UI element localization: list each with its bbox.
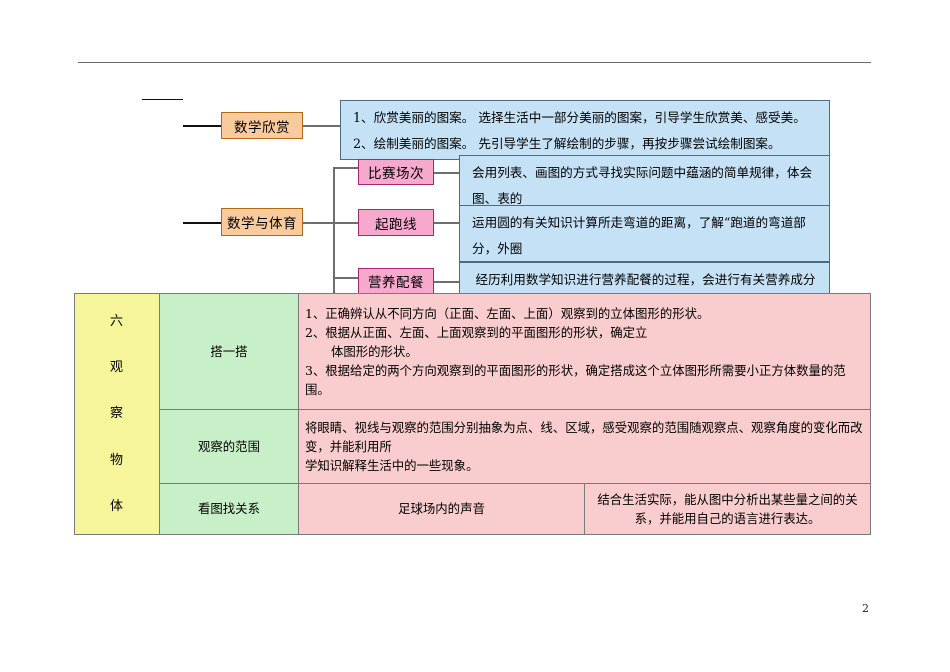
- connector-spine: [333, 167, 335, 297]
- desc-line: 3、根据给定的两个方向观察到的平面图形的形状，确定搭成这个立体图形所需要小正方体…: [305, 363, 846, 398]
- connector-line: [333, 277, 359, 279]
- connector-line: [433, 172, 461, 174]
- node-math-appreciation[interactable]: 数学欣赏: [221, 112, 303, 139]
- desc-line: 2、根据从正面、左面、上面观察到的平面图形的形状，确定立: [305, 325, 648, 341]
- desc-cell-2: 将眼睛、视线与观察的范围分别抽象为点、线、区域，感受观察的范围随观察点、观察角度…: [298, 409, 871, 484]
- node-label: 数学欣赏: [234, 119, 290, 136]
- appreciation-line-2: 2、绘制美丽的图案。 先引导学生了解绘制的步骤，再按步骤尝试绘制图案。: [353, 136, 781, 151]
- unit-char-1: 六: [109, 313, 124, 329]
- unit-vertical-label: 六 观 察 物 体: [81, 298, 153, 530]
- node-math-and-sports[interactable]: 数学与体育: [221, 208, 303, 236]
- description-box-matches: 会用列表、画图的方式寻找实际问题中蕴涵的简单规律，体会图、表的 简洁性和有效性。: [459, 155, 830, 211]
- table-row: 观察的范围 将眼睛、视线与观察的范围分别抽象为点、线、区域，感受观察的范围随观察…: [75, 409, 871, 484]
- unit-content-table: 六 观 察 物 体 搭一搭 1、正确辨认从不同方向（正面、左面、上面）观察到的立…: [74, 292, 871, 536]
- connector-line: [333, 222, 359, 224]
- desc-line: 将眼睛、视线与观察的范围分别抽象为点、线、区域，感受观察的范围随观察点、观察角度…: [305, 420, 863, 455]
- description-box-appreciation: 1、欣赏美丽的图案。 选择生活中一部分美丽的图案，引导学生欣赏美、感受美。 2、…: [340, 100, 830, 160]
- startline-line-1: 运用圆的有关知识计算所走弯道的距离，了解“跑道的弯道部分，外圈: [472, 215, 806, 256]
- connector-line: [183, 125, 222, 127]
- table-row: 六 观 察 物 体 搭一搭 1、正确辨认从不同方向（正面、左面、上面）观察到的立…: [74, 292, 871, 535]
- desc-line: 1、正确辨认从不同方向（正面、左面、上面）观察到的立体图形的形状。: [305, 306, 710, 322]
- root-connector-stub: [142, 99, 183, 100]
- description-box-startline: 运用圆的有关知识计算所走弯道的距离，了解“跑道的弯道部分，外圈 要比内圈长”。体…: [459, 205, 830, 262]
- node-match-rounds[interactable]: 比赛场次: [358, 159, 434, 185]
- table-row: 看图找关系 足球场内的声音 结合生活实际，能从图中分析出某些量之间的关系，并能用…: [75, 482, 871, 536]
- unit-char-4: 物: [109, 452, 124, 468]
- node-label: 营养配餐: [368, 275, 424, 291]
- topic-cell-3: 看图找关系: [159, 482, 299, 536]
- node-nutrition-meal[interactable]: 营养配餐: [358, 268, 434, 294]
- node-start-line[interactable]: 起跑线: [358, 209, 434, 236]
- matches-line-1: 会用列表、画图的方式寻找实际问题中蕴涵的简单规律，体会图、表的: [472, 165, 813, 206]
- node-label: 数学与体育: [227, 216, 297, 232]
- topic-cell-2: 观察的范围: [159, 409, 299, 484]
- connector-line: [433, 281, 461, 283]
- sub-cell-3: 足球场内的声音: [298, 482, 585, 536]
- desc-line: 学知识解释生活中的一些现象。: [305, 458, 479, 474]
- unit-char-3: 察: [109, 406, 124, 422]
- desc-cell-3: 结合生活实际，能从图中分析出某些量之间的关系，并能用自己的语言进行表达。: [584, 482, 871, 536]
- appreciation-line-1: 1、欣赏美丽的图案。 选择生活中一部分美丽的图案，引导学生欣赏美、感受美。: [353, 110, 806, 125]
- connector-line: [333, 167, 359, 169]
- desc-line: 体图形的形状。: [331, 344, 418, 360]
- unit-char-2: 观: [109, 360, 124, 376]
- node-label: 起跑线: [375, 216, 417, 233]
- connector-line: [183, 222, 222, 224]
- topic-cell-1: 搭一搭: [159, 292, 299, 411]
- unit-cell: 六 观 察 物 体: [74, 293, 160, 535]
- connector-line: [433, 222, 461, 224]
- page-number: 2: [862, 602, 869, 615]
- desc-cell-1: 1、正确辨认从不同方向（正面、左面、上面）观察到的立体图形的形状。 2、根据从正…: [298, 292, 871, 411]
- node-label: 比赛场次: [368, 166, 424, 182]
- unit-char-5: 体: [109, 499, 124, 515]
- header-rule: [78, 62, 871, 63]
- connector-line: [303, 125, 341, 127]
